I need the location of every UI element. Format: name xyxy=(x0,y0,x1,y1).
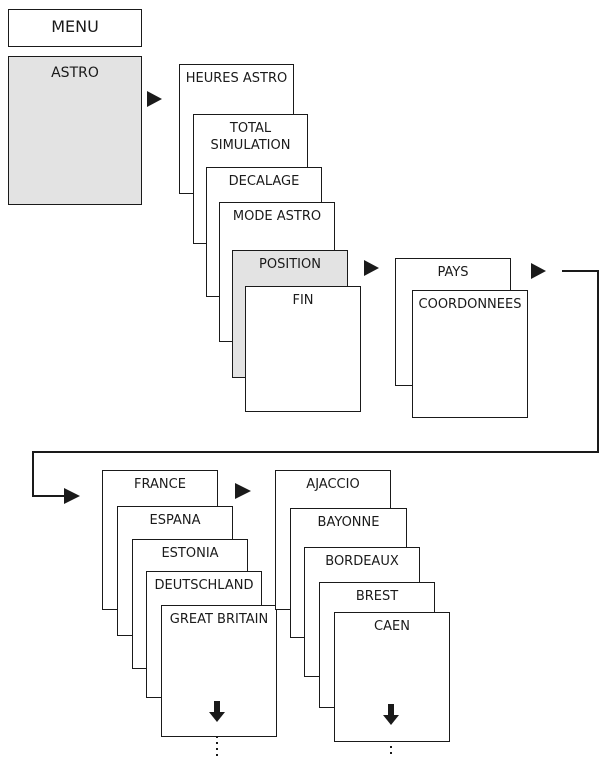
arrow-france-to-cities xyxy=(235,483,251,499)
city-bayonne-label: BAYONNE xyxy=(317,515,380,530)
submenu-position-label: POSITION xyxy=(259,257,321,272)
submenu-fin-label: FIN xyxy=(292,293,314,308)
wrap-connector-line xyxy=(32,270,599,497)
country-espana-label: ESPANA xyxy=(149,513,201,528)
arrow-position-to-pays xyxy=(364,260,379,276)
country-deutschland-label: DEUTSCHLAND xyxy=(154,578,254,593)
menu-card[interactable]: MENU xyxy=(8,9,142,47)
submenu-heures-astro-label: HEURES ASTRO xyxy=(185,71,288,86)
country-estonia-label: ESTONIA xyxy=(161,546,219,561)
city-bordeaux-label: BORDEAUX xyxy=(325,554,399,569)
position-coordonnees-label: COORDONNEES xyxy=(418,297,522,312)
country-great-britain-label: GREAT BRITAIN xyxy=(169,612,269,627)
position-coordonnees[interactable]: COORDONNEES xyxy=(412,290,528,418)
arrow-pays-to-countries-start xyxy=(531,263,546,279)
country-france-label: FRANCE xyxy=(134,477,186,492)
city-caen[interactable]: CAEN xyxy=(334,612,450,742)
arrow-astro-to-submenu xyxy=(147,91,162,107)
city-ajaccio-label: AJACCIO xyxy=(306,477,360,492)
city-caen-label: CAEN xyxy=(374,619,410,634)
city-brest-label: BREST xyxy=(355,589,399,604)
submenu-total-simulation-label: TOTAL SIMULATION xyxy=(210,121,291,153)
country-great-britain[interactable]: GREAT BRITAIN xyxy=(161,605,277,737)
position-pays-label: PAYS xyxy=(437,265,469,280)
submenu-mode-astro-label: MODE ASTRO xyxy=(232,209,322,224)
astro-card[interactable]: ASTRO xyxy=(8,56,142,205)
astro-label: ASTRO xyxy=(51,65,99,81)
submenu-fin[interactable]: FIN xyxy=(245,286,361,412)
submenu-decalage-label: DECALAGE xyxy=(228,174,300,189)
menu-label: MENU xyxy=(51,17,99,36)
arrow-into-countries xyxy=(64,488,80,504)
